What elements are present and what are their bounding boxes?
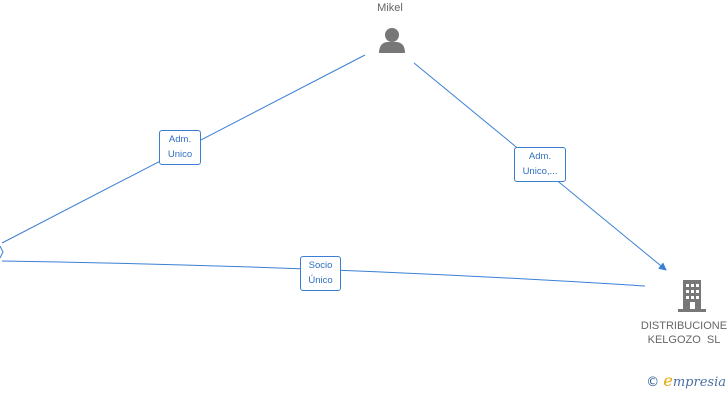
edge-label-adm-unico[interactable]: Adm. Unico xyxy=(159,130,201,165)
edge-label-line2: Único xyxy=(308,275,333,286)
company-name-line2: KELGOZO SL xyxy=(647,334,721,346)
edge-label-adm-unico-more[interactable]: Adm. Unico,... xyxy=(514,147,566,182)
company-name[interactable]: DISTRIBUCIONE KELGOZO SL xyxy=(640,319,728,347)
edge-label-line1: Adm. xyxy=(168,134,192,145)
person-name[interactable]: Mikel xyxy=(377,2,403,14)
brand-e: e xyxy=(663,371,673,390)
edge-label-socio-unico[interactable]: Socio Único xyxy=(300,256,341,291)
company-name-line1: DISTRIBUCIONE xyxy=(640,320,728,332)
empresia-watermark: © empresia xyxy=(646,371,726,390)
building-icon[interactable] xyxy=(678,280,706,312)
edge-label-line2: Unico,... xyxy=(522,166,558,177)
edge-label-line1: Adm. xyxy=(528,151,552,162)
edge-label-line2: Unico xyxy=(167,149,193,160)
copyright-icon: © xyxy=(646,375,660,390)
left-arrow-fragment xyxy=(0,245,4,259)
edge-label-line1: Socio xyxy=(308,260,333,271)
person-icon[interactable] xyxy=(379,28,405,53)
brand-rest: mpresia xyxy=(672,375,726,390)
